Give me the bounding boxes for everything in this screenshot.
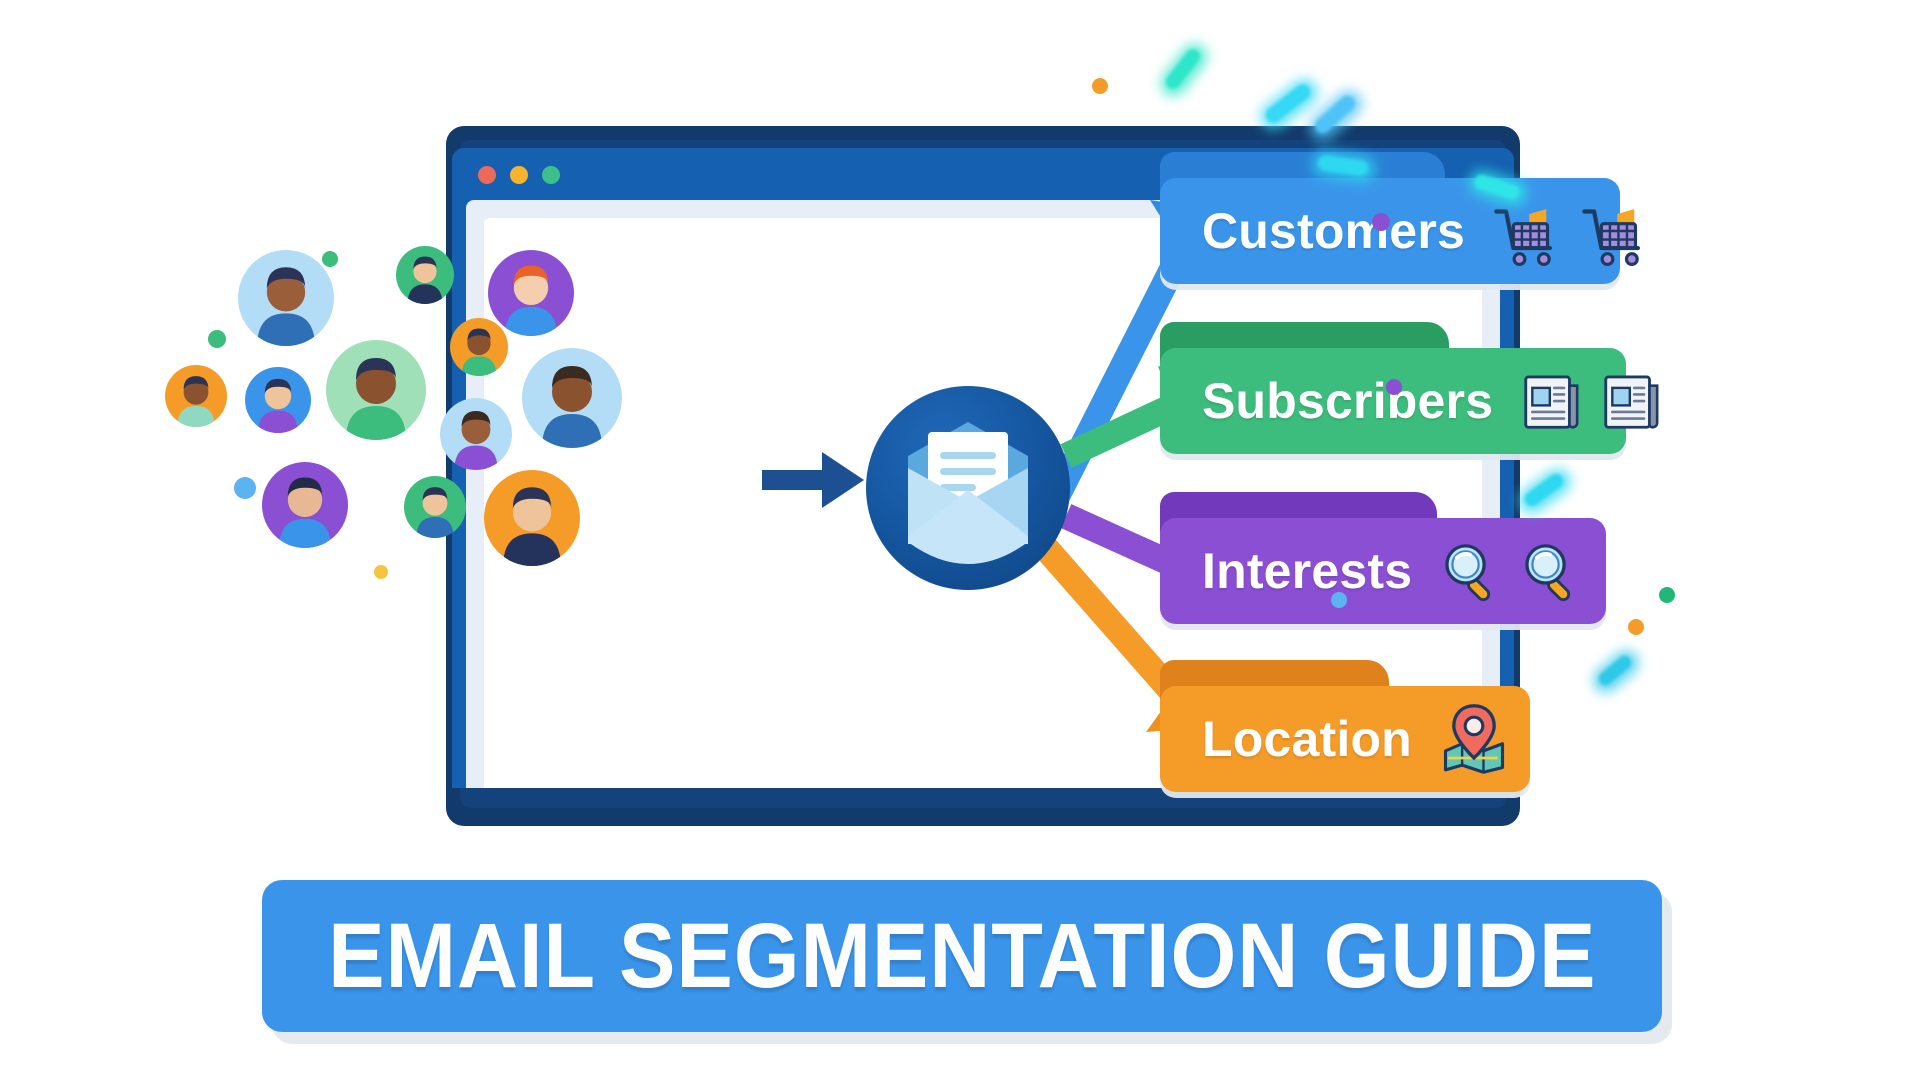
confetti-dot — [234, 477, 256, 499]
confetti-dot — [1659, 587, 1675, 603]
confetti-dot — [1372, 213, 1390, 231]
avatar-11 — [404, 476, 466, 538]
magnifying-glass-icon — [1445, 544, 1491, 602]
email-node — [866, 386, 1070, 590]
confetti-dot — [374, 565, 388, 579]
avatar-12 — [484, 470, 580, 566]
avatar-4 — [262, 462, 348, 548]
confetti-dot — [208, 330, 226, 348]
avatar-3 — [245, 367, 311, 433]
avatar-8 — [450, 318, 508, 376]
confetti-dot — [1331, 592, 1347, 608]
folder-body: Customers — [1160, 178, 1640, 284]
folder-icon-group — [1436, 536, 1586, 606]
confetti-dot — [322, 251, 338, 267]
avatar-7 — [488, 250, 574, 336]
magnifying-glass-icon — [1525, 544, 1571, 602]
confetti-dot — [1092, 78, 1108, 94]
avatar-1 — [238, 250, 334, 346]
folder-label: Customers — [1202, 203, 1465, 259]
confetti-dot — [1628, 619, 1644, 635]
folder-body: Interests — [1160, 518, 1606, 624]
folder-body: Location — [1160, 686, 1530, 792]
avatar-2 — [165, 365, 227, 427]
page-title: EMAIL SEGMENTATION GUIDE — [327, 904, 1597, 1007]
newspaper-icon — [1524, 375, 1579, 429]
close-icon[interactable] — [478, 166, 496, 184]
confetti-dot — [1386, 379, 1402, 395]
title-banner: EMAIL SEGMENTATION GUIDE — [262, 880, 1662, 1032]
folder-icon-group — [1489, 192, 1655, 270]
maximize-icon[interactable] — [542, 166, 560, 184]
shopping-cart-icon — [1494, 209, 1552, 266]
folder-label: Subscribers — [1202, 373, 1494, 429]
folder-label: Location — [1202, 711, 1412, 767]
minimize-icon[interactable] — [510, 166, 528, 184]
shopping-cart-icon — [1582, 209, 1640, 266]
folder-body: Subscribers — [1160, 348, 1659, 454]
avatar-9 — [440, 398, 512, 470]
folder-icon-group — [1436, 701, 1512, 777]
newspaper-icon — [1604, 375, 1659, 429]
avatar-6 — [396, 246, 454, 304]
folder-icon-group — [1517, 366, 1667, 436]
avatar-10 — [522, 348, 622, 448]
map-pin-icon — [1443, 704, 1504, 774]
folder-label: Interests — [1202, 543, 1413, 599]
audience-to-email-arrow — [762, 452, 864, 508]
avatar-5 — [326, 340, 426, 440]
open-envelope-icon — [908, 422, 1028, 564]
